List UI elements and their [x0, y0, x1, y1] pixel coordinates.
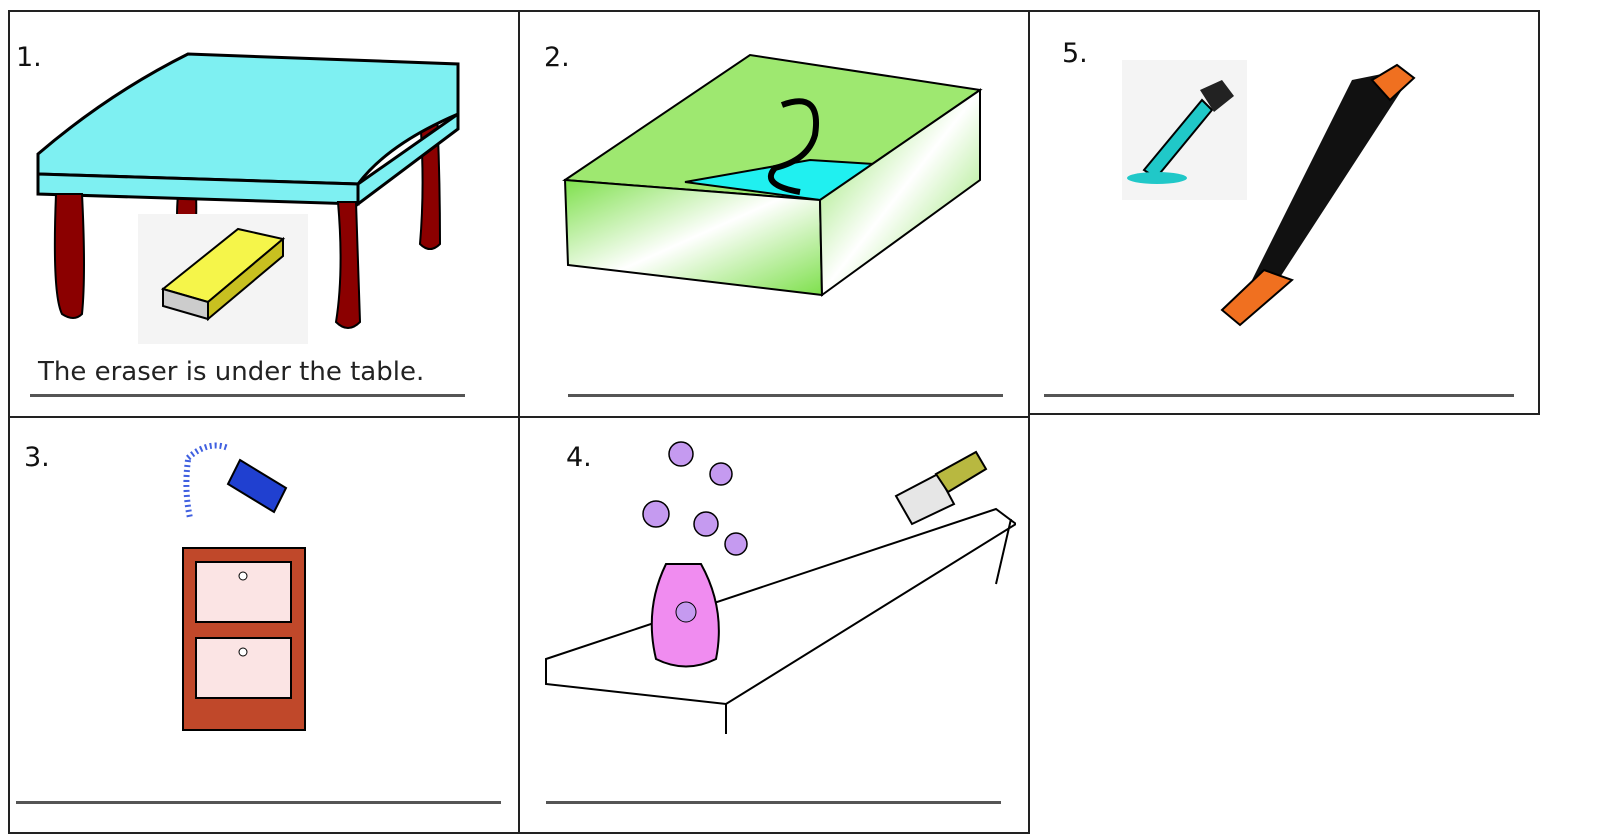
vase-paintbrush-shelf-icon [545, 441, 1016, 734]
exercise-cell-1: 1. The eraser is under the table. [8, 10, 520, 418]
answer-line[interactable] [30, 394, 465, 397]
answer-line[interactable] [1044, 394, 1514, 397]
table-with-eraser-icon [36, 52, 460, 344]
answer-line[interactable] [546, 801, 1001, 804]
answer-line[interactable] [16, 801, 501, 804]
exercise-number: 5. [1062, 38, 1088, 69]
box-with-number-two-icon [562, 53, 983, 297]
exercise-cell-3: 3. [8, 416, 520, 834]
exercise-cell-2: 2. [518, 10, 1030, 418]
exercise-number: 3. [24, 442, 50, 473]
exercise-cell-4: 4. [518, 416, 1030, 834]
exercise-cell-5: 5. [1028, 10, 1540, 415]
exercise-number: 2. [544, 42, 570, 73]
dropper-and-pen-icon [1122, 60, 1416, 327]
exercise-number: 4. [566, 442, 592, 473]
exercise-number: 1. [16, 42, 42, 73]
answer-sentence: The eraser is under the table. [38, 357, 425, 387]
answer-line[interactable] [568, 394, 1003, 397]
spray-can-and-cabinet-icon [182, 442, 306, 731]
